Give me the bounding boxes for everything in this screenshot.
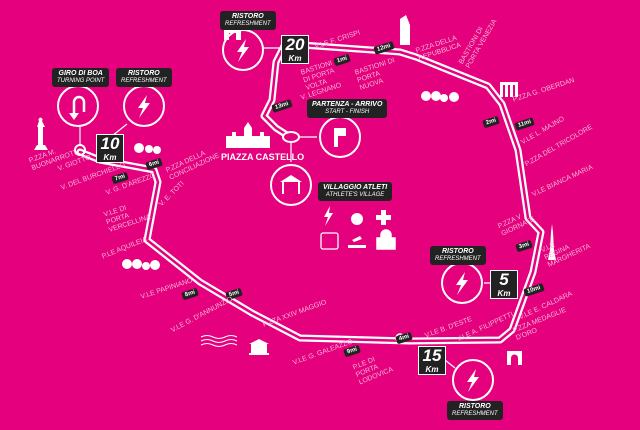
massage-icon: [348, 236, 366, 248]
village-circle: [270, 164, 312, 206]
u-turn-icon: [72, 95, 86, 118]
first-aid-icon: [376, 210, 391, 225]
km-number: 10: [100, 134, 120, 153]
start-finish-circle: [319, 116, 361, 158]
lightning-icon: [467, 369, 479, 392]
water-icon: [200, 335, 238, 347]
castle-icon: [226, 122, 270, 148]
flag-icon: [334, 128, 346, 147]
statue-icon: [34, 117, 48, 150]
piazza-castello-label: PIAZZA CASTELLO: [221, 152, 305, 162]
tower-icon: [400, 15, 410, 45]
tag-subtitle: START - FINISH: [325, 109, 370, 115]
tent-icon: [280, 175, 302, 194]
lightning-icon: [324, 206, 333, 226]
km-number: 20: [285, 35, 305, 54]
trees-icon: [122, 91, 459, 270]
km-unit: Km: [103, 153, 117, 162]
km-unit: Km: [497, 289, 511, 298]
lightning-icon: [237, 39, 249, 62]
tag-subtitle: ATHLETE'S VILLAGE: [325, 192, 385, 198]
tag-title: RISTORO: [441, 248, 474, 255]
u-turn-arrow: [69, 113, 79, 120]
refresh-20-circle: [222, 29, 264, 71]
turning-point-circle: [57, 85, 99, 127]
tag-title: RISTORO: [127, 70, 160, 77]
spire-icon: [548, 224, 556, 260]
refresh-15-circle: [452, 359, 494, 401]
toilet-icon: [320, 232, 339, 250]
tag-subtitle: REFRESHMENT: [225, 21, 271, 27]
temple-icon: [249, 339, 269, 355]
apple-icon: [351, 213, 363, 225]
km-unit: Km: [288, 54, 302, 63]
tag-subtitle: REFRESHMENT: [121, 78, 167, 84]
tag-title: VILLAGGIO ATLETI: [323, 184, 388, 191]
km-number: 15: [422, 346, 442, 365]
tag-subtitle: REFRESHMENT: [435, 256, 481, 262]
station-circles: [57, 29, 494, 401]
gate-icon: [500, 82, 518, 97]
bag-icon: [376, 229, 396, 250]
tag-title: PARTENZA - ARRIVO: [312, 101, 383, 108]
tag-subtitle: TURNING POINT: [57, 78, 105, 84]
tag-title: GIRO DI BOA: [58, 70, 103, 77]
tag-title: RISTORO: [231, 13, 264, 20]
lightning-icon: [456, 272, 468, 295]
tag-title: RISTORO: [458, 403, 491, 410]
lightning-icon: [138, 95, 150, 118]
tag-subtitle: REFRESHMENT: [452, 411, 498, 417]
km-number: 5: [499, 270, 509, 289]
gate-icon: [507, 351, 522, 365]
km-unit: Km: [425, 365, 439, 374]
